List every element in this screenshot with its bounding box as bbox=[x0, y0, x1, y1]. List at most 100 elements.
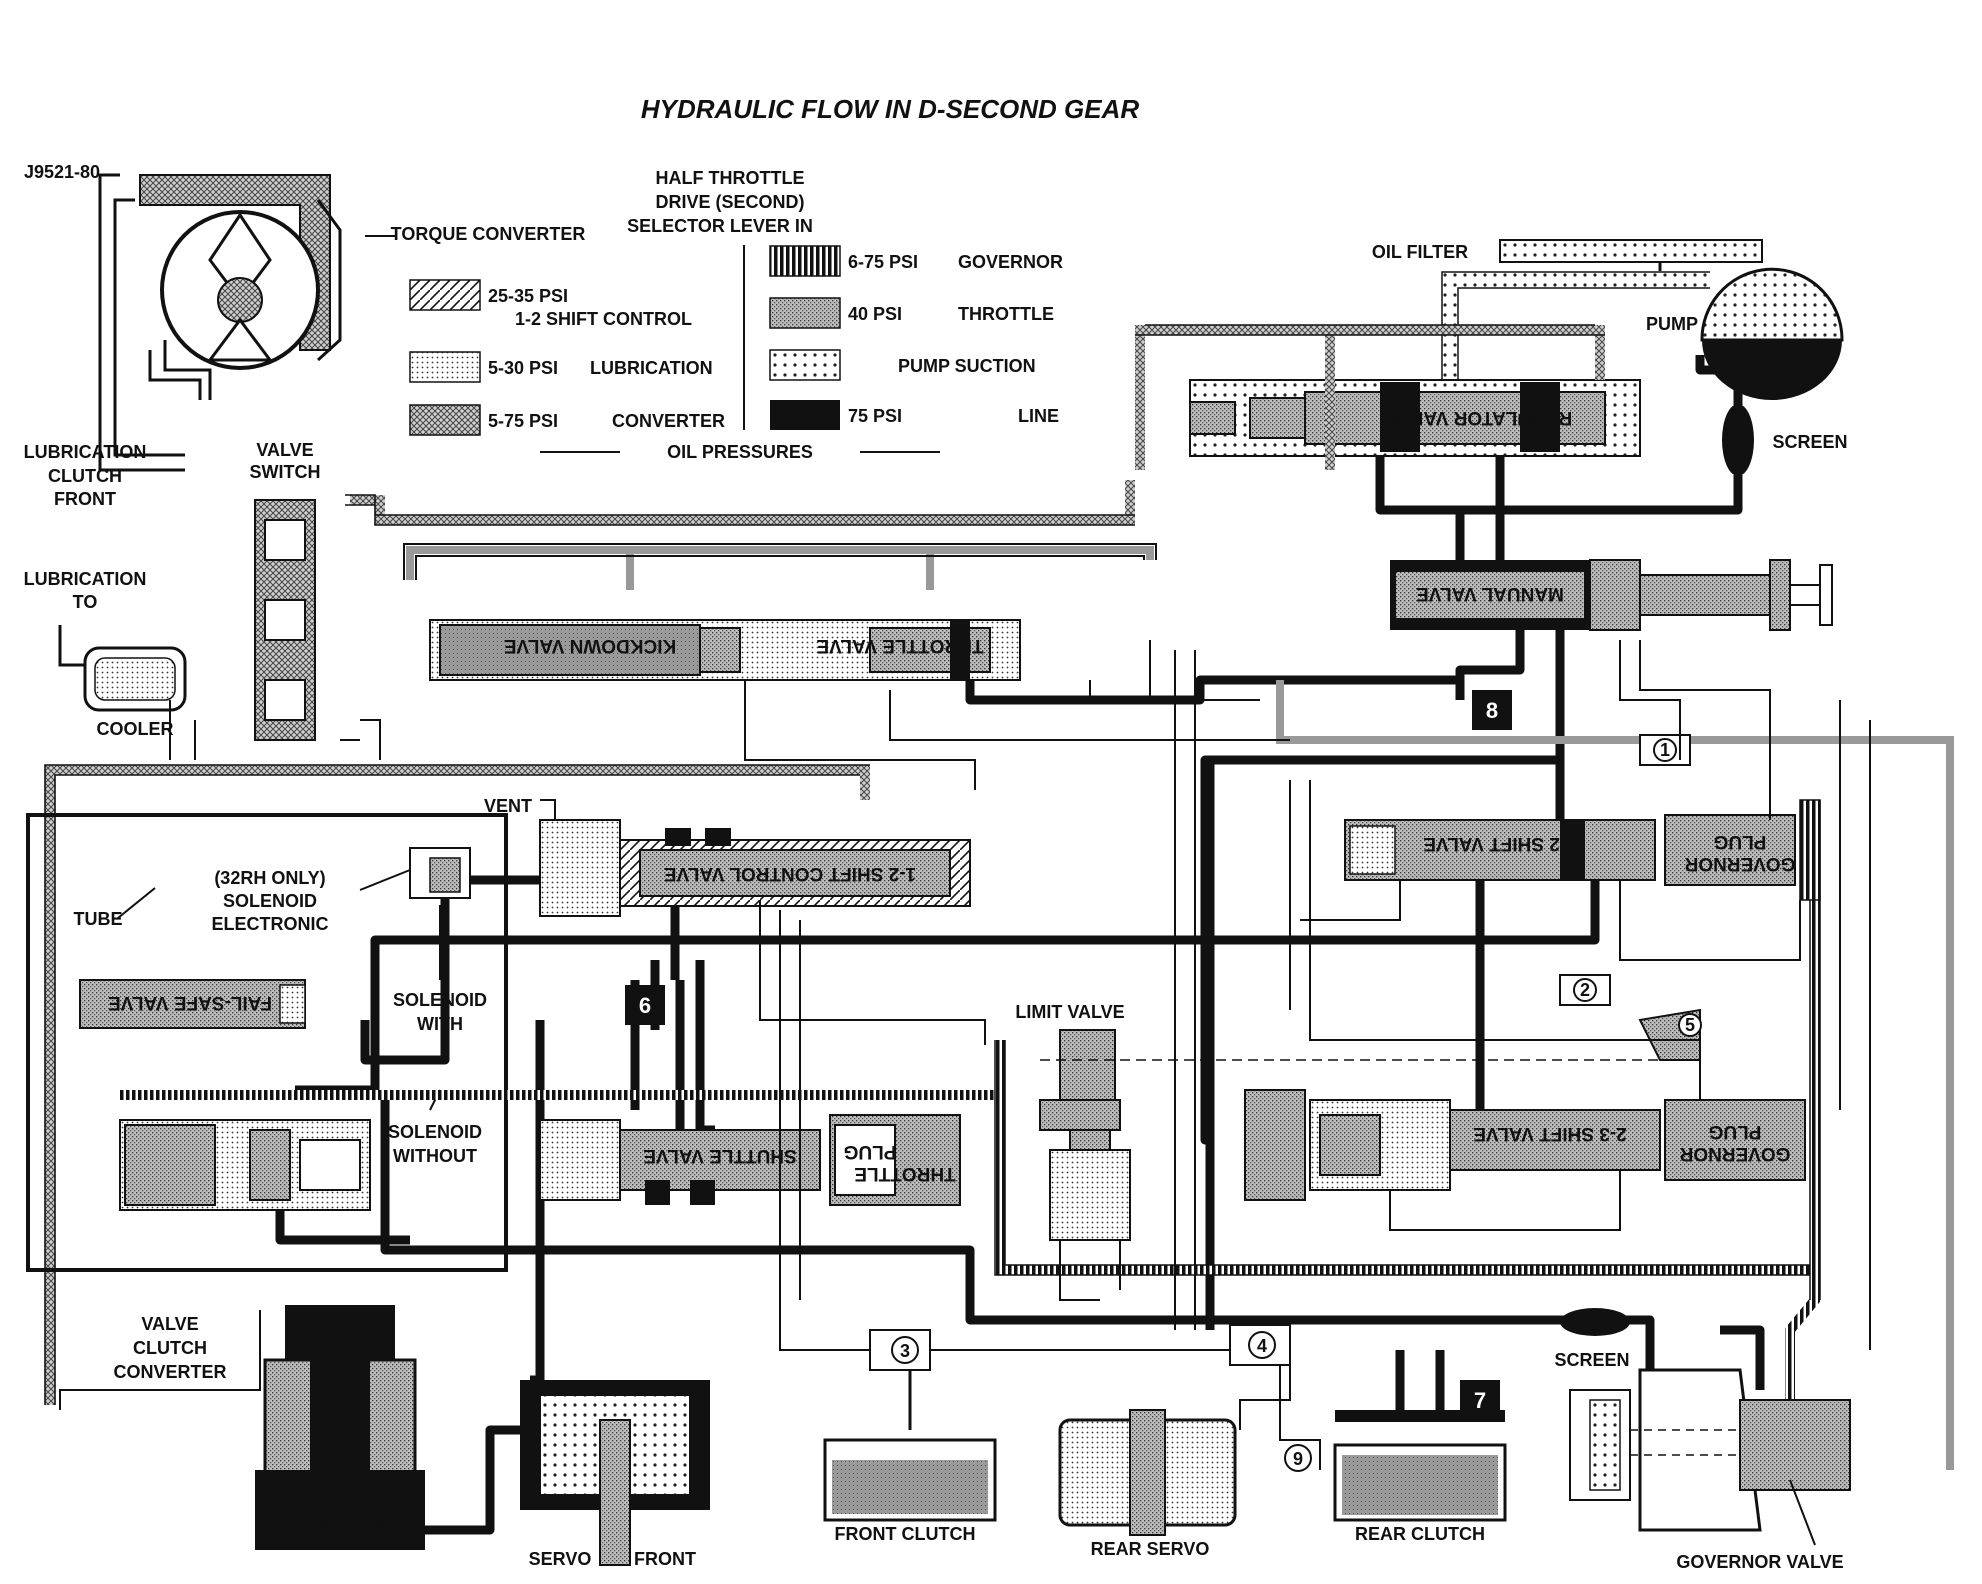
screen-top: SCREEN bbox=[1722, 404, 1848, 476]
ball-check-1: 1 bbox=[1639, 734, 1691, 766]
legend: OIL PRESSURES 75 PSI LINE PUMP SUCTION 4… bbox=[409, 245, 1063, 462]
to-lubrication-2: LUBRICATION bbox=[24, 569, 147, 589]
selector-note-line-3: HALF THROTTLE bbox=[656, 168, 805, 188]
selector-note-line-2: DRIVE (SECOND) bbox=[655, 192, 804, 212]
front-servo: FRONT SERVO bbox=[520, 1380, 710, 1569]
shuttle-valve: SHUTTLE VALVE bbox=[539, 1119, 821, 1205]
legend-shift-control-label: 1-2 SHIFT CONTROL bbox=[515, 309, 692, 329]
legend-line-label: LINE bbox=[1018, 406, 1059, 426]
front-servo-label-2: SERVO bbox=[529, 1549, 592, 1569]
legend-throttle-label: THROTTLE bbox=[958, 304, 1054, 324]
switch-valve: SWITCH VALVE bbox=[250, 440, 321, 741]
throttle-valve-label: THROTTLE VALVE bbox=[816, 635, 983, 656]
accumulator: ACCUMULATOR bbox=[255, 1305, 425, 1550]
legend-swatch-converter bbox=[409, 404, 481, 436]
with-solenoid-label-1: WITH bbox=[417, 1014, 463, 1034]
governor-plug-2-label-1: GOVERNOR bbox=[1679, 1143, 1790, 1164]
diagram-title: HYDRAULIC FLOW IN D-SECOND GEAR bbox=[641, 94, 1140, 124]
ball-check-1-num: 1 bbox=[1660, 740, 1670, 760]
to-lubrication-1: TO bbox=[73, 592, 98, 612]
ball-check-5: 5 bbox=[1638, 1008, 1702, 1061]
throttle-plug: THROTTLE PLUG bbox=[829, 1114, 961, 1206]
governor-plug-1-label-2: PLUG bbox=[1714, 831, 1767, 852]
thin-outline-pipes bbox=[340, 640, 1871, 1470]
regulator-valve-label: REGULATOR VALVE bbox=[1388, 407, 1572, 428]
shift-control-valve-12-label: 1-2 SHIFT CONTROL VALVE bbox=[664, 863, 916, 884]
legend-converter-value: 5-75 PSI bbox=[488, 411, 558, 431]
shift-valve-12: 1-2 SHIFT VALVE GOVERNOR PLUG bbox=[1344, 799, 1821, 901]
legend-governor-label: GOVERNOR bbox=[958, 252, 1063, 272]
vent-label: VENT bbox=[484, 796, 532, 816]
cooler-label: COOLER bbox=[96, 719, 173, 739]
shift-valve-12-label: 1-2 SHIFT VALVE bbox=[1423, 833, 1576, 854]
converter-clutch-valve-label-2: CLUTCH bbox=[133, 1338, 207, 1358]
throttle-plug-label-2: PLUG bbox=[844, 1141, 897, 1162]
ball-check-9: 9 bbox=[1284, 1444, 1312, 1472]
torque-converter-label: TORQUE CONVERTER bbox=[391, 224, 586, 244]
regulator-valve: REGULATOR VALVE bbox=[1189, 379, 1641, 457]
ball-check-4: 4 bbox=[1229, 1324, 1291, 1366]
lubrication-pipes bbox=[59, 700, 261, 1410]
pump-suction-pipe bbox=[1441, 271, 1710, 410]
selector-note: SELECTOR LEVER IN DRIVE (SECOND) HALF TH… bbox=[627, 168, 813, 236]
front-servo-label-1: FRONT bbox=[634, 1549, 696, 1569]
accumulator-label: ACCUMULATOR bbox=[260, 1512, 400, 1532]
legend-lubrication-value: 5-30 PSI bbox=[488, 358, 558, 378]
kickdown-throttle-assembly: KICKDOWN VALVE THROTTLE VALVE bbox=[429, 619, 1021, 681]
shift-valve-23: 2-3 SHIFT VALVE GOVERNOR PLUG bbox=[1244, 1089, 1806, 1201]
ball-check-4-num: 4 bbox=[1257, 1336, 1267, 1356]
left-converter-pipes bbox=[98, 173, 212, 472]
rear-servo-label: REAR SERVO bbox=[1091, 1539, 1210, 1559]
ball-check-6: 6 bbox=[625, 985, 665, 1025]
legend-swatch-shift-control bbox=[409, 279, 481, 311]
legend-converter-label: CONVERTER bbox=[612, 411, 725, 431]
electronic-solenoid-label-3: (32RH ONLY) bbox=[214, 868, 325, 888]
with-solenoid-label-2: SOLENOID bbox=[393, 990, 487, 1010]
torque-converter: TORQUE CONVERTER bbox=[139, 174, 586, 370]
switch-valve-label-2: VALVE bbox=[256, 440, 313, 460]
shift-valve-23-label: 2-3 SHIFT VALVE bbox=[1473, 1123, 1626, 1144]
screen-bottom: SCREEN bbox=[1554, 1308, 1630, 1370]
with-solenoid-box bbox=[26, 813, 508, 1272]
line-pressure-pipes bbox=[275, 355, 1765, 1535]
figure-id: J9521-80 bbox=[24, 162, 100, 182]
front-clutch-lube-1: FRONT bbox=[54, 489, 116, 509]
fail-safe-valve: FAIL-SAFE VALVE bbox=[79, 979, 306, 1029]
ball-check-3-num: 3 bbox=[900, 1341, 910, 1361]
ball-check-2: 2 bbox=[1559, 974, 1611, 1006]
ball-check-8-num: 8 bbox=[1486, 698, 1498, 723]
ball-check-8: 8 bbox=[1472, 690, 1512, 730]
without-solenoid-label-1: WITHOUT bbox=[393, 1146, 477, 1166]
kickdown-valve-label: KICKDOWN VALVE bbox=[504, 635, 676, 656]
legend-heading: OIL PRESSURES bbox=[667, 442, 813, 462]
front-clutch-lube-2: CLUTCH bbox=[48, 466, 122, 486]
electronic-solenoid: ELECTRONIC SOLENOID (32RH ONLY) bbox=[212, 847, 471, 934]
screen-bottom-label: SCREEN bbox=[1554, 1350, 1629, 1370]
legend-throttle-value: 40 PSI bbox=[848, 304, 902, 324]
legend-swatch-line bbox=[770, 400, 840, 430]
rear-clutch-label: REAR CLUTCH bbox=[1355, 1524, 1485, 1544]
shift-control-valve-12: 1-2 SHIFT CONTROL VALVE bbox=[539, 819, 971, 917]
screen-top-label: SCREEN bbox=[1772, 432, 1847, 452]
cooler: COOLER bbox=[58, 625, 187, 739]
throttle-plug-label-1: THROTTLE bbox=[854, 1163, 955, 1184]
ball-check-5-num: 5 bbox=[1685, 1015, 1695, 1035]
without-solenoid-label-2: SOLENOID bbox=[388, 1122, 482, 1142]
oil-filter: OIL FILTER bbox=[1372, 239, 1763, 282]
legend-shift-control-value: 25-35 PSI bbox=[488, 286, 568, 306]
pump-label: PUMP bbox=[1646, 314, 1698, 334]
converter-clutch-valve-label-1: CONVERTER bbox=[113, 1362, 226, 1382]
pump: PUMP bbox=[1646, 267, 1844, 400]
electronic-solenoid-label-2: SOLENOID bbox=[223, 891, 317, 911]
governor-valve-label: GOVERNOR VALVE bbox=[1676, 1552, 1843, 1572]
limit-valve-label: LIMIT VALVE bbox=[1015, 1002, 1124, 1022]
legend-swatch-lubrication bbox=[409, 351, 481, 383]
shuttle-valve-label: SHUTTLE VALVE bbox=[643, 1145, 796, 1166]
ball-check-7-num: 7 bbox=[1474, 1388, 1486, 1413]
ball-check-2-num: 2 bbox=[1580, 980, 1590, 1000]
legend-lubrication-label: LUBRICATION bbox=[590, 358, 713, 378]
selector-note-line-1: SELECTOR LEVER IN bbox=[627, 216, 813, 236]
ball-check-3: 3 bbox=[869, 1329, 931, 1371]
